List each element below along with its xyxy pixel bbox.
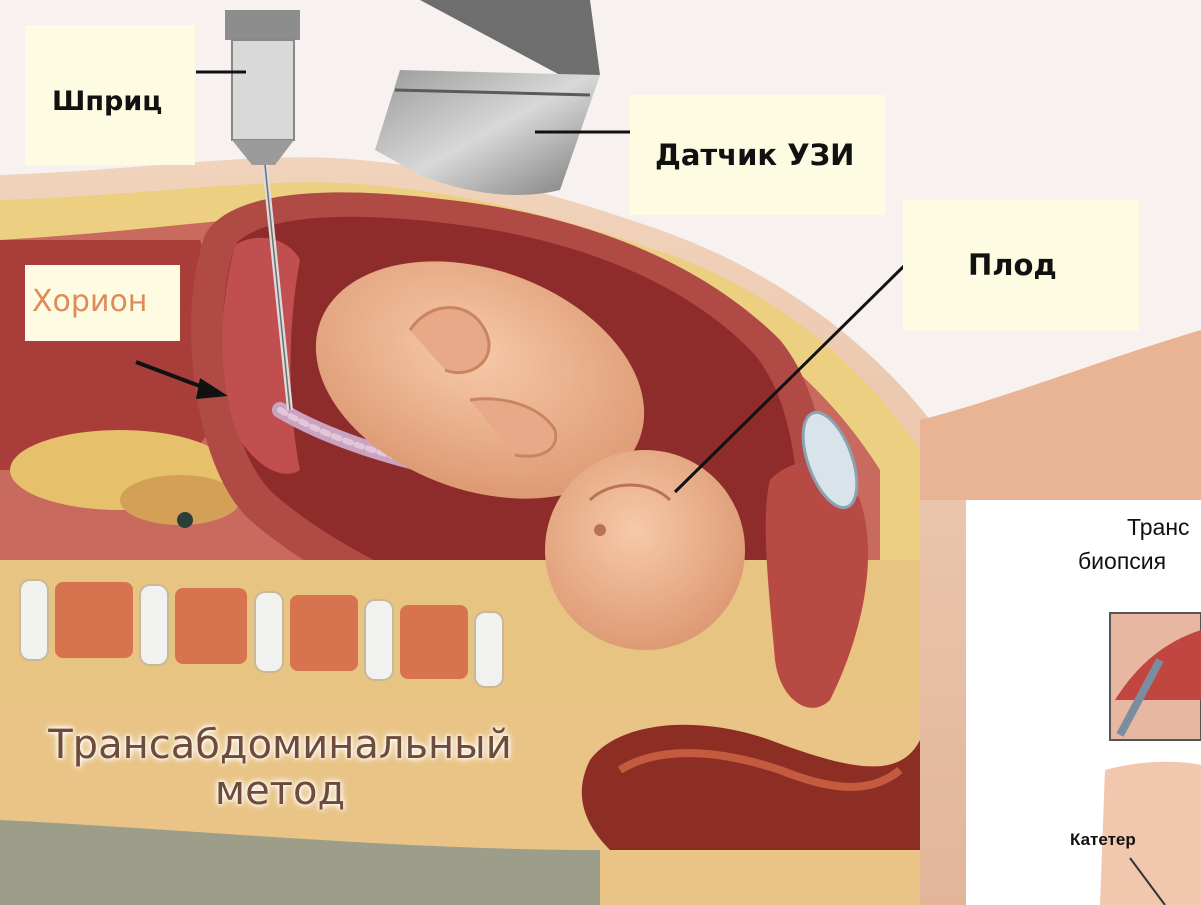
chorion-label: Хорион [32, 284, 147, 319]
syringe-label: Шприц [52, 86, 162, 117]
method-caption: Трансабдоминальный метод [30, 722, 530, 814]
inset-title-line2: биопсия [1078, 548, 1166, 575]
inset-title-line1: Транс [1127, 514, 1190, 541]
fetus-label: Плод [968, 248, 1057, 282]
inset-catheter-label: Катетер [1070, 830, 1136, 850]
probe-label: Датчик УЗИ [655, 138, 854, 172]
method-caption-line2: метод [30, 768, 530, 814]
method-caption-line1: Трансабдоминальный [30, 722, 530, 768]
